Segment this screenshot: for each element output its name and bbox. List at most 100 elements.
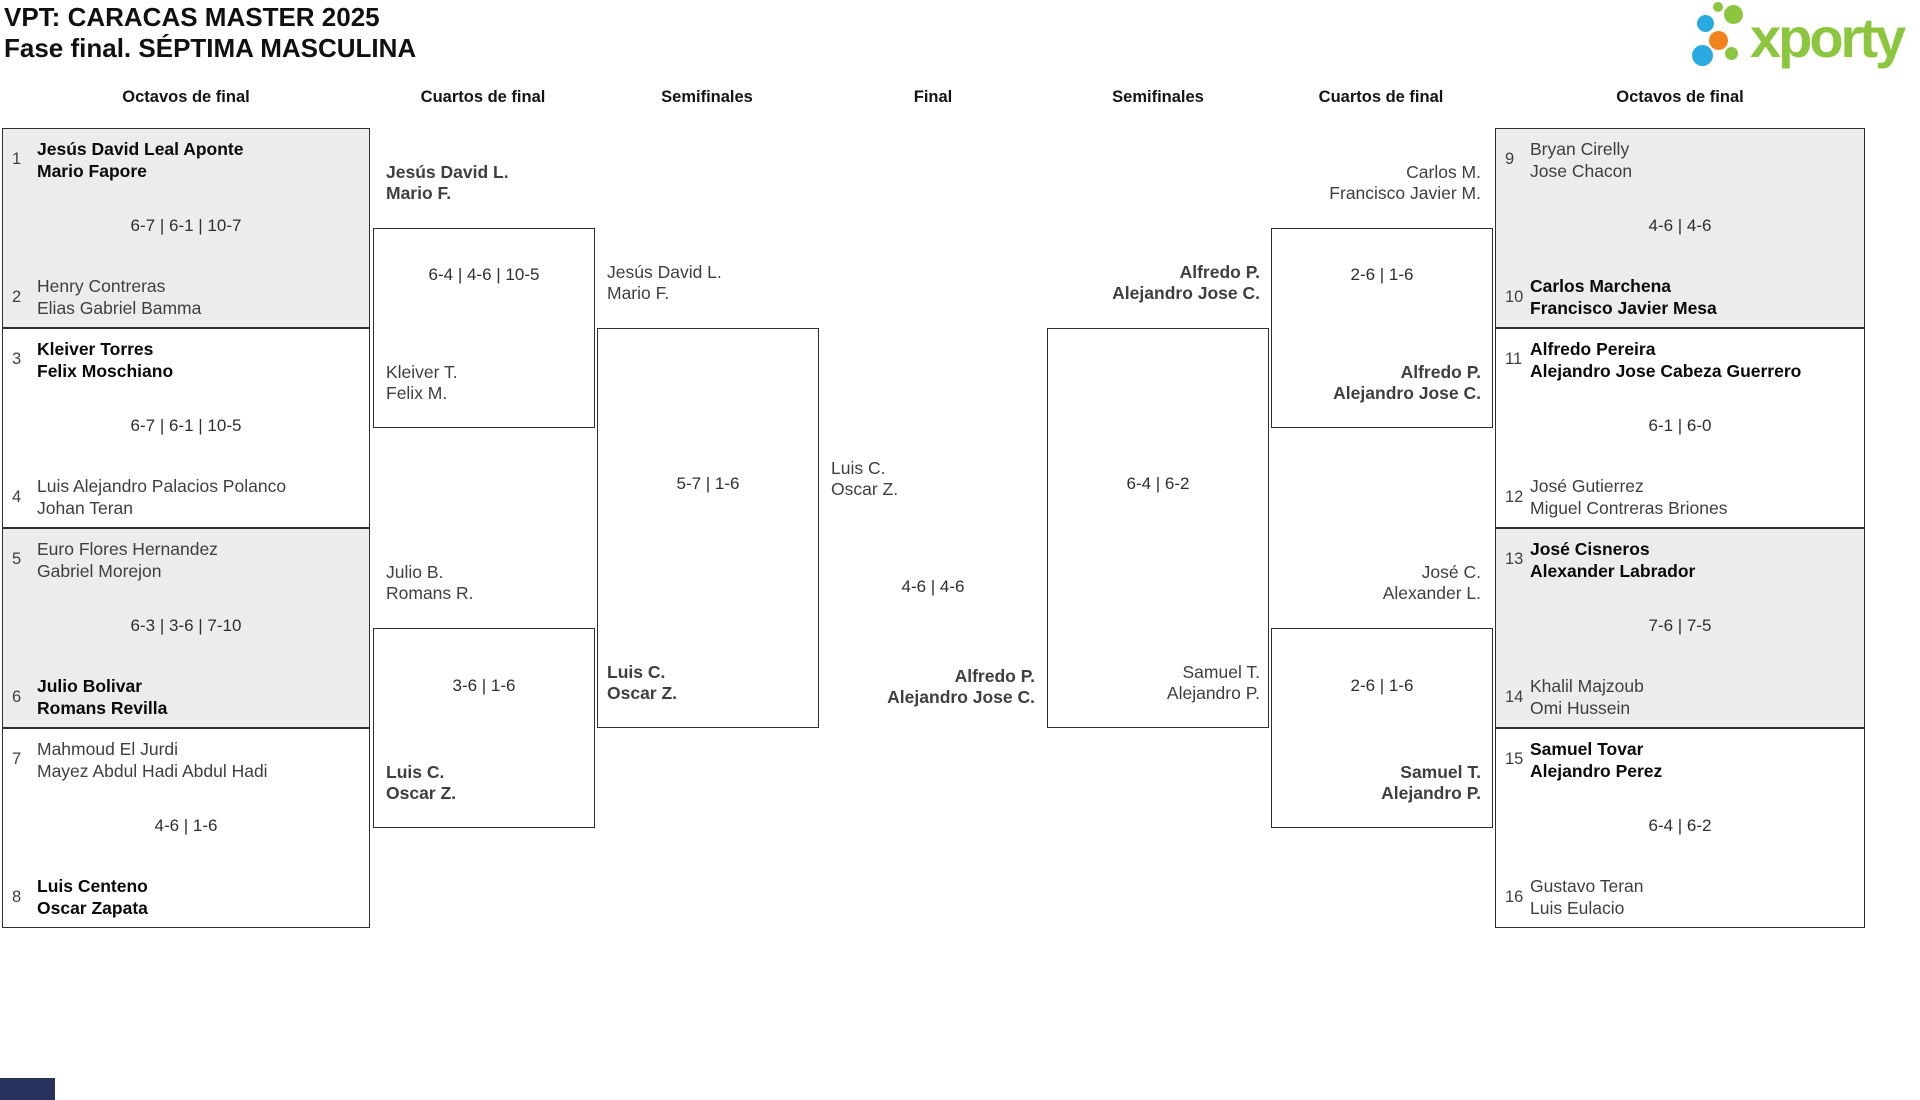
- match-box-semifinal-2: [1047, 328, 1269, 728]
- team-names: Alfredo Pereira Alejandro Jose Cabeza Gu…: [1530, 339, 1858, 382]
- match-box-cuartos-1: [373, 228, 595, 428]
- logo-dot-orange: [1709, 31, 1728, 50]
- player-name: Felix M.: [386, 383, 448, 403]
- finalist-team: Luis C. Oscar Z.: [831, 458, 898, 500]
- player-name: Alfredo P.: [954, 666, 1035, 686]
- logo-dot-green-large: [1724, 5, 1743, 24]
- seed-number: 2: [12, 288, 22, 306]
- player-name: José Gutierrez: [1530, 476, 1644, 496]
- player-name: Omi Hussein: [1530, 697, 1631, 718]
- match-box-octavos-7: 13 José Cisneros Alexander Labrador 7-6 …: [1495, 528, 1865, 728]
- player-name: Oscar Z.: [386, 783, 457, 803]
- player-name: Francisco Javier M.: [1329, 183, 1481, 203]
- seed-number: 7: [12, 750, 22, 768]
- player-name: Alejandro Jose C.: [1112, 283, 1260, 303]
- team-names: Julio Bolivar Romans Revilla: [37, 676, 363, 719]
- xporty-logo[interactable]: xporty: [1688, 2, 1920, 70]
- match-score: 3-6 | 1-6: [452, 676, 516, 695]
- advancing-team: Samuel T. Alejandro P.: [1381, 762, 1481, 804]
- player-name: Luis Centeno: [37, 876, 148, 896]
- advancing-team: Samuel T. Alejandro P.: [1167, 662, 1260, 704]
- match-box-octavos-5: 9 Bryan Cirelly Jose Chacon 4-6 | 4-6 10…: [1495, 128, 1865, 328]
- match-box-octavos-3: 5 Euro Flores Hernandez Gabriel Morejon …: [2, 528, 370, 728]
- seed-number: 14: [1505, 688, 1524, 706]
- seed-number: 12: [1505, 488, 1524, 506]
- match-box-octavos-2: 3 Kleiver Torres Felix Moschiano 6-7 | 6…: [2, 328, 370, 528]
- player-name: Mario F.: [386, 183, 452, 203]
- team-names: Kleiver Torres Felix Moschiano: [37, 339, 363, 382]
- match-score: 6-3 | 3-6 | 7-10: [130, 616, 242, 635]
- player-name: José C.: [1421, 562, 1481, 582]
- seed-number: 1: [12, 150, 22, 168]
- page-title-block: VPT: CARACAS MASTER 2025 Fase final. SÉP…: [4, 2, 416, 64]
- logo-dot-blue-small: [1697, 15, 1714, 32]
- round-header-octavos-left: Octavos de final: [122, 88, 250, 106]
- player-name: Alexander L.: [1382, 583, 1481, 603]
- match-score: 5-7 | 1-6: [676, 474, 740, 493]
- team-names: Bryan Cirelly Jose Chacon: [1530, 139, 1858, 182]
- player-name: Jesús David L.: [607, 262, 722, 282]
- player-name: Samuel T.: [1400, 762, 1481, 782]
- player-name: Carlos M.: [1406, 162, 1481, 182]
- player-name: Julio B.: [386, 562, 444, 582]
- advancing-team: Kleiver T. Felix M.: [386, 362, 458, 404]
- player-name: Gabriel Morejon: [37, 560, 162, 581]
- player-name: Oscar Zapata: [37, 897, 148, 918]
- round-header-final: Final: [913, 88, 953, 106]
- seed-number: 4: [12, 488, 22, 506]
- player-name: Mayez Abdul Hadi Abdul Hadi: [37, 760, 268, 781]
- player-name: Kleiver Torres: [37, 339, 154, 359]
- team-names: Khalil Majzoub Omi Hussein: [1530, 676, 1858, 719]
- advancing-team: Jesús David L. Mario F.: [607, 262, 722, 304]
- player-name: Alejandro P.: [1166, 683, 1260, 703]
- advancing-team: Alfredo P. Alejandro Jose C.: [1333, 362, 1481, 404]
- player-name: Alfredo P.: [1400, 362, 1481, 382]
- seed-number: 15: [1505, 750, 1524, 768]
- match-score: 2-6 | 1-6: [1350, 676, 1414, 695]
- seed-number: 5: [12, 550, 22, 568]
- player-name: Jesús David L.: [386, 162, 509, 182]
- player-name: José Cisneros: [1530, 539, 1650, 559]
- round-header-cuartos-left: Cuartos de final: [420, 88, 546, 106]
- team-names: Euro Flores Hernandez Gabriel Morejon: [37, 539, 363, 582]
- player-name: Oscar Z.: [607, 683, 678, 703]
- team-names: José Gutierrez Miguel Contreras Briones: [1530, 476, 1858, 519]
- match-score: 7-6 | 7-5: [1648, 616, 1712, 635]
- player-name: Euro Flores Hernandez: [37, 539, 218, 559]
- advancing-team: Julio B. Romans R.: [386, 562, 474, 604]
- player-name: Julio Bolivar: [37, 676, 143, 696]
- match-box-octavos-4: 7 Mahmoud El Jurdi Mayez Abdul Hadi Abdu…: [2, 728, 370, 928]
- logo-dot-green-small-bottom: [1725, 47, 1738, 60]
- player-name: Romans Revilla: [37, 697, 168, 718]
- match-score: 6-4 | 4-6 | 10-5: [428, 265, 540, 284]
- advancing-team: Carlos M. Francisco Javier M.: [1329, 162, 1481, 204]
- match-score: 6-4 | 6-2: [1648, 816, 1712, 835]
- player-name: Alejandro Perez: [1530, 760, 1663, 781]
- page-title: VPT: CARACAS MASTER 2025: [4, 2, 380, 32]
- bottom-corner-bar: [0, 1078, 55, 1100]
- advancing-team: Luis C. Oscar Z.: [386, 762, 456, 804]
- seed-number: 9: [1505, 150, 1515, 168]
- team-names: José Cisneros Alexander Labrador: [1530, 539, 1858, 582]
- team-names: Luis Centeno Oscar Zapata: [37, 876, 363, 919]
- player-name: Luis C.: [831, 458, 886, 478]
- player-name: Khalil Majzoub: [1530, 676, 1644, 696]
- player-name: Alexander Labrador: [1530, 560, 1696, 581]
- round-header-cuartos-right: Cuartos de final: [1318, 88, 1444, 106]
- seed-number: 13: [1505, 550, 1524, 568]
- player-name: Francisco Javier Mesa: [1530, 297, 1717, 318]
- player-name: Henry Contreras: [37, 276, 166, 296]
- page-subtitle: Fase final. SÉPTIMA MASCULINA: [4, 33, 417, 63]
- player-name: Jose Chacon: [1530, 160, 1633, 181]
- player-name: Bryan Cirelly: [1530, 139, 1630, 159]
- match-box-semifinal-1: [597, 328, 819, 728]
- team-names: Luis Alejandro Palacios Polanco Johan Te…: [37, 476, 363, 519]
- advancing-team: Jesús David L. Mario F.: [386, 162, 509, 204]
- advancing-team: José C. Alexander L.: [1383, 562, 1481, 604]
- player-name: Gustavo Teran: [1530, 876, 1644, 896]
- team-names: Carlos Marchena Francisco Javier Mesa: [1530, 276, 1858, 319]
- round-header-semis-left: Semifinales: [661, 88, 753, 106]
- player-name: Romans R.: [386, 583, 474, 603]
- seed-number: 3: [12, 350, 22, 368]
